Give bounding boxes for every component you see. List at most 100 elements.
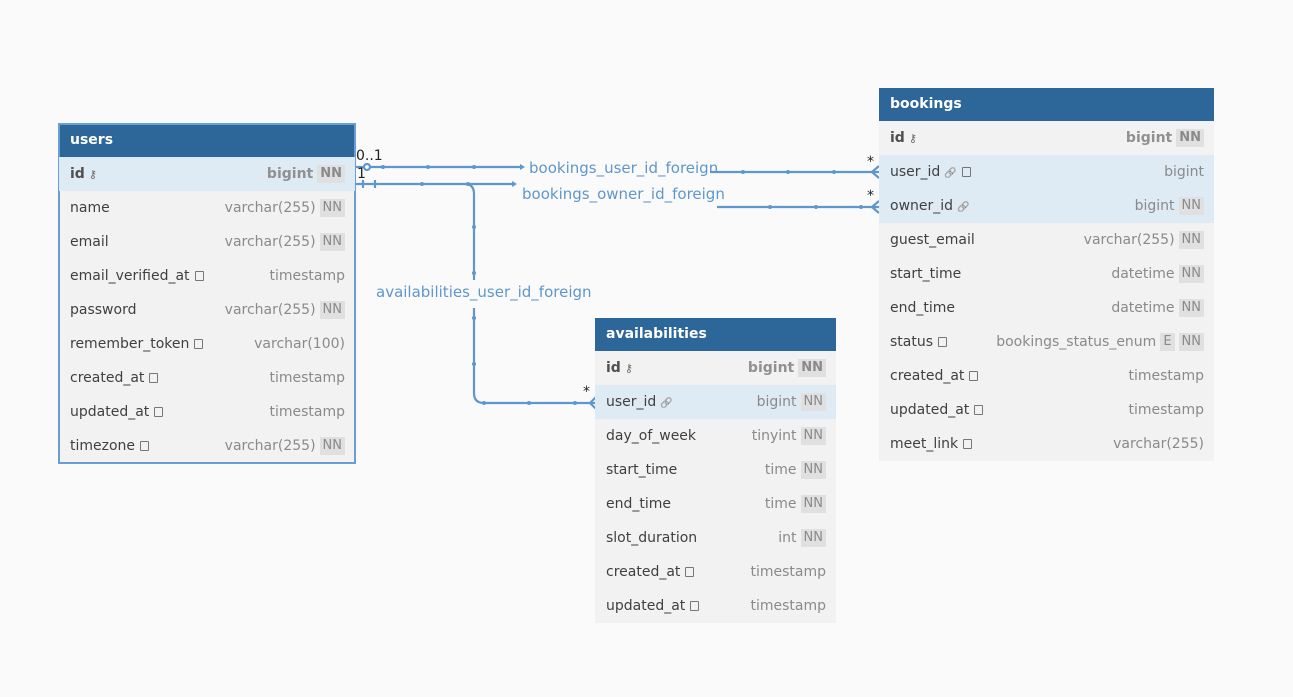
field-type: varchar(255): [224, 302, 316, 318]
field-type: tinyint: [751, 428, 797, 444]
field-name: day_of_week: [606, 428, 697, 444]
field-name: timezone: [70, 438, 136, 454]
field-name: end_time: [606, 496, 672, 512]
note-icon: [194, 339, 204, 349]
note-icon: [961, 167, 971, 177]
field-name: updated_at: [70, 404, 150, 420]
field-type: varchar(255): [224, 438, 316, 454]
note-icon: [140, 441, 150, 451]
not-null-badge: NN: [800, 461, 826, 479]
not-null-badge: NN: [319, 199, 345, 217]
field-type: bigint: [266, 166, 314, 182]
field-name: meet_link: [890, 436, 959, 452]
note-icon: [149, 373, 159, 383]
field-type: varchar(255): [1083, 232, 1175, 248]
field-row-updated-at[interactable]: updated_at timestamp: [595, 589, 836, 623]
field-row-remember-token[interactable]: remember_token varchar(100): [59, 327, 355, 361]
field-row-created-at[interactable]: created_at timestamp: [59, 361, 355, 395]
note-icon: [194, 271, 204, 281]
field-type: varchar(255): [224, 200, 316, 216]
field-row-guest-email[interactable]: guest_email varchar(255)NN: [879, 223, 1214, 257]
field-row-updated-at[interactable]: updated_at timestamp: [879, 393, 1214, 427]
field-type: datetime: [1111, 266, 1175, 282]
not-null-badge: NN: [319, 301, 345, 319]
link-icon: [944, 164, 956, 180]
table-header-bookings[interactable]: bookings: [879, 88, 1214, 121]
cardinality-many-bookings-owner: *: [867, 188, 874, 204]
field-type: bigint: [747, 360, 795, 376]
table-header-availabilities[interactable]: availabilities: [595, 318, 836, 351]
not-null-badge: NN: [319, 233, 345, 251]
note-icon: [690, 601, 700, 611]
not-null-badge: NN: [800, 529, 826, 547]
field-name: email_verified_at: [70, 268, 190, 284]
field-type: time: [764, 462, 797, 478]
field-name: name: [70, 200, 110, 216]
note-icon: [154, 407, 164, 417]
field-type: bookings_status_enum: [996, 334, 1157, 350]
field-name: guest_email: [890, 232, 975, 248]
cardinality-many-bookings-user: *: [867, 154, 874, 170]
note-icon: [938, 337, 948, 347]
cardinality-one: 1: [357, 166, 366, 182]
field-type: varchar(255): [1113, 436, 1204, 452]
field-name: end_time: [890, 300, 956, 316]
field-type: datetime: [1111, 300, 1175, 316]
not-null-badge: NN: [317, 165, 345, 183]
relation-label-bookings-user[interactable]: bookings_user_id_foreign: [529, 159, 719, 177]
key-icon: [625, 360, 633, 376]
cardinality-zero-one: 0..1: [356, 148, 383, 164]
field-type: bigint: [1164, 164, 1204, 180]
field-row-name[interactable]: name varchar(255)NN: [59, 191, 355, 225]
note-icon: [685, 567, 695, 577]
field-row-email[interactable]: email varchar(255)NN: [59, 225, 355, 259]
link-icon: [957, 198, 969, 214]
field-row-meet-link[interactable]: meet_link varchar(255): [879, 427, 1214, 461]
not-null-badge: NN: [800, 495, 826, 513]
field-type: timestamp: [269, 404, 345, 420]
field-type: timestamp: [1128, 402, 1204, 418]
field-type: timestamp: [269, 268, 345, 284]
field-row-email-verified-at[interactable]: email_verified_at timestamp: [59, 259, 355, 293]
field-row-updated-at[interactable]: updated_at timestamp: [59, 395, 355, 429]
field-name: created_at: [606, 564, 681, 580]
field-row-created-at[interactable]: created_at timestamp: [595, 555, 836, 589]
field-type: bigint: [1125, 130, 1173, 146]
relation-label-bookings-owner[interactable]: bookings_owner_id_foreign: [522, 185, 725, 203]
not-null-badge: NN: [1178, 265, 1204, 283]
field-type: bigint: [756, 394, 797, 410]
field-name: status: [890, 334, 934, 350]
field-name: created_at: [70, 370, 145, 386]
field-type: timestamp: [750, 564, 826, 580]
field-row-user-id[interactable]: user_id bigint: [879, 155, 1214, 189]
field-type: int: [778, 530, 797, 546]
field-row-created-at[interactable]: created_at timestamp: [879, 359, 1214, 393]
field-name: id: [606, 360, 621, 376]
field-type: bigint: [1134, 198, 1175, 214]
not-null-badge: NN: [1178, 299, 1204, 317]
relation-label-availabilities-user[interactable]: availabilities_user_id_foreign: [376, 283, 592, 301]
field-name: user_id: [890, 164, 941, 180]
table-header-users[interactable]: users: [59, 124, 355, 157]
field-row-timezone[interactable]: timezone varchar(255)NN: [59, 429, 355, 463]
optional-circle: [362, 162, 372, 172]
field-row-password[interactable]: password varchar(255)NN: [59, 293, 355, 327]
field-type: timestamp: [269, 370, 345, 386]
